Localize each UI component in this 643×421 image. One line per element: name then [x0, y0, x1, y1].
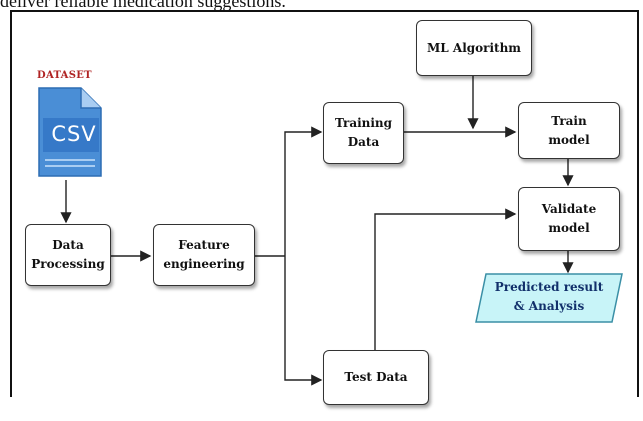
csv-icon-text: CSV: [51, 122, 97, 146]
training-data-box: Training Data: [323, 102, 404, 164]
predicted-result-parallelogram: [475, 273, 623, 323]
test-data-box: Test Data: [323, 350, 429, 405]
arrow-test-to-validate: [374, 208, 517, 350]
feature-engineering-box: Feature engineering: [153, 224, 255, 286]
figure-frame: [10, 10, 639, 397]
caption-text: deliver reliable medication suggestions.: [0, 0, 286, 11]
train-model-box: Train model: [518, 102, 620, 159]
validate-model-box: Validate model: [518, 187, 620, 251]
csv-file-icon: [38, 87, 102, 177]
ml-algorithm-box: ML Algorithm: [416, 20, 532, 76]
predicted-result-box: Predicted result & Analysis: [494, 280, 604, 313]
arrow-split-to-training: [284, 126, 323, 256]
arrow-split-to-test: [284, 256, 323, 386]
dataset-label: DATASET: [37, 70, 92, 81]
data-processing-box: Data Processing: [25, 224, 111, 286]
